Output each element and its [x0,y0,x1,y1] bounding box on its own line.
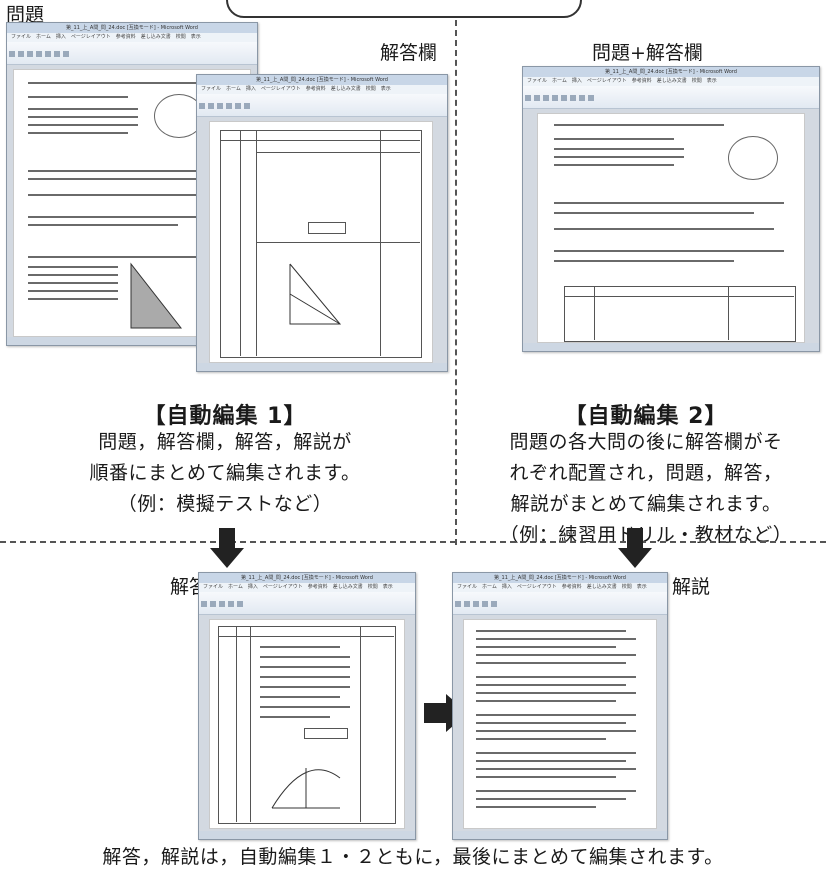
curve-figure [271,768,341,809]
triangle-figure [130,262,183,329]
window-ribbon [453,592,667,615]
problem-label: 問題 [6,4,45,26]
document-canvas [197,117,447,363]
window-status [7,337,257,345]
description-line: れぞれ配置され，問題，解答， [509,462,783,484]
geometry-figure [289,263,342,325]
bag-figure [728,136,778,180]
down-arrow-right-stem [627,528,643,550]
document-page [209,619,405,829]
auto-edit-1-heading: 【自動編集 1】 [143,404,307,429]
window-title: 第_11_上_A問_問_24.doc [互換モード] - Microsoft W… [453,573,667,583]
window-title: 第_11_上_A問_問_24.doc [互換モード] - Microsoft W… [7,23,257,33]
window-menu: ファイル ホーム 挿入 ページレイアウト 参考資料 差し込み文書 校閲 表示 [7,33,257,42]
description-line: （例：練習用ドリル・教材など） [499,524,793,546]
problem-plus-answer-label: 問題+解答欄 [592,42,703,64]
description-line: 順番にまとめて編集されます。 [89,462,361,484]
answer-column-label: 解答欄 [380,42,438,64]
answer-table [218,626,396,824]
auto-edit-2-heading: 【自動編集 2】 [564,404,728,429]
auto-edit-2-description: 問題の各大問の後に解答欄がそ れぞれ配置され，問題，解答， 解説がまとめて編集さ… [470,427,822,551]
description-line: 問題の各大問の後に解答欄がそ [509,431,783,453]
right-arrow-stem [424,703,448,723]
window-ribbon [197,94,447,117]
window-title: 第_11_上_A問_問_24.doc [互換モード] - Microsoft W… [199,573,415,583]
description-line: 問題，解答欄，解答，解説が [98,431,352,453]
description-line: 解説がまとめて編集されます。 [510,493,782,515]
vertical-divider [455,20,457,545]
commentary-label: 解説 [672,576,711,598]
down-arrow-left-stem [219,528,235,550]
window-status [199,831,415,839]
window-status [197,363,447,371]
document-page [209,121,433,363]
bottom-caption: 解答，解説は，自動編集１・２ともに，最後にまとめて編集されます。 [102,846,724,868]
window-menu: ファイル ホーム 挿入 ページレイアウト 参考資料 差し込み文書 校閲 表示 [453,583,667,592]
horizontal-divider [0,541,826,543]
down-arrow-right [618,548,652,568]
window-title: 第_11_上_A問_問_24.doc [互換モード] - Microsoft W… [197,75,447,85]
window-ribbon [199,592,415,615]
window-ribbon [7,42,257,65]
answer-table [564,286,796,342]
window-status [523,343,819,351]
window-status [453,831,667,839]
auto-edit-1-description: 問題，解答欄，解答，解説が 順番にまとめて編集されます。 （例：模擬テストなど） [60,427,390,520]
down-arrow-left [210,548,244,568]
window-title: 第_11_上_A問_問_24.doc [互換モード] - Microsoft W… [523,67,819,77]
answer-window: 第_11_上_A問_問_24.doc [互換モード] - Microsoft W… [198,572,416,840]
document-page [537,113,805,343]
document-page [463,619,657,829]
answer-column-window: 第_11_上_A問_問_24.doc [互換モード] - Microsoft W… [196,74,448,372]
problem-answer-window: 第_11_上_A問_問_24.doc [互換モード] - Microsoft W… [522,66,820,352]
commentary-window: 第_11_上_A問_問_24.doc [互換モード] - Microsoft W… [452,572,668,840]
description-line: （例：模擬テストなど） [117,493,333,515]
window-menu: ファイル ホーム 挿入 ページレイアウト 参考資料 差し込み文書 校閲 表示 [199,583,415,592]
answer-table [220,130,422,358]
window-menu: ファイル ホーム 挿入 ページレイアウト 参考資料 差し込み文書 校閲 表示 [197,85,447,94]
document-canvas [453,615,667,831]
document-canvas [199,615,415,831]
top-tab-frame [226,0,582,18]
window-menu: ファイル ホーム 挿入 ページレイアウト 参考資料 差し込み文書 校閲 表示 [523,77,819,86]
document-canvas [523,109,819,343]
window-ribbon [523,86,819,109]
